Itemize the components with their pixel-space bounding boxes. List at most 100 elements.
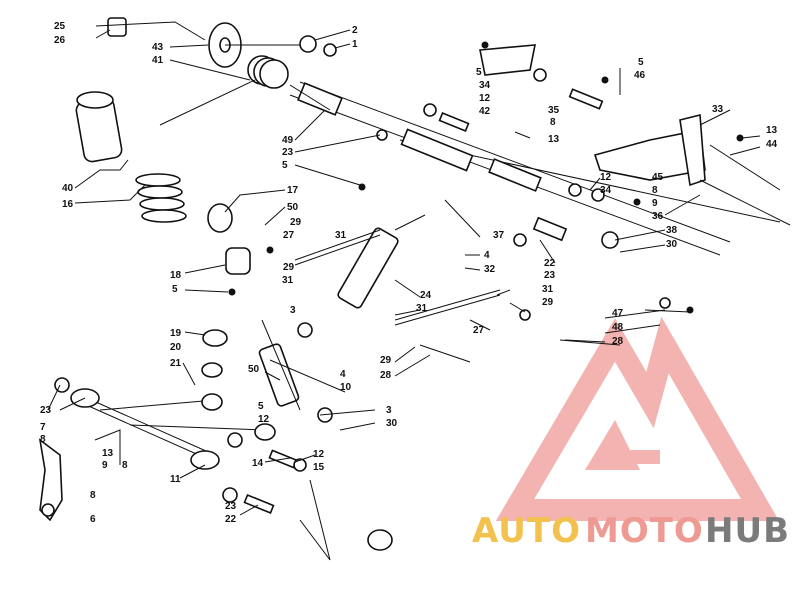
part-label-p15: 15 [313,462,325,473]
part-label-p22b: 22 [544,258,556,269]
part-label-p28b: 28 [380,370,392,381]
lower-arm [394,289,501,326]
part-label-p12b: 12 [313,449,325,460]
part-label-p5d: 5 [476,67,482,78]
part-label-p8c: 8 [90,490,96,501]
part-label-p8b: 8 [122,460,128,471]
front-shaft [399,128,781,242]
part-label-p19: 19 [170,328,182,339]
part-label-p1: 1 [352,39,358,50]
part-label-p8a: 8 [40,434,46,445]
part-label-p12d: 12 [600,172,612,183]
part-label-p5b: 5 [172,284,178,295]
part-label-p46: 46 [634,70,646,81]
part-label-p47: 47 [612,308,624,319]
part-label-p12c: 12 [479,93,491,104]
part-label-p29b: 29 [283,262,295,273]
idler-wheel [208,22,310,68]
part-label-p36: 36 [652,211,664,222]
part-label-p31c: 31 [416,303,428,314]
part-label-p5a: 5 [282,160,288,171]
part-label-p42: 42 [479,106,491,117]
part-label-p30a: 30 [386,418,398,429]
part-label-p34a: 34 [479,80,491,91]
part-label-p43: 43 [152,42,164,53]
part-label-p48: 48 [612,322,624,333]
part-label-p41: 41 [152,55,164,66]
part-label-p8d: 8 [550,117,556,128]
bushing-top [107,17,337,57]
part-label-p13c: 13 [766,125,778,136]
front-a-frame [70,329,276,470]
coil-spring [135,173,187,223]
lower-link [38,438,63,522]
part-label-p16: 16 [62,199,74,210]
part-label-p40: 40 [62,183,74,194]
part-label-p28a: 28 [612,336,624,347]
part-label-p44: 44 [766,139,778,150]
part-label-p14: 14 [252,458,264,469]
part-label-p23c: 23 [225,501,237,512]
part-label-p34b: 34 [600,185,612,196]
watermark-text: AUTO MOTO HUB [472,511,790,551]
part-label-p27b: 27 [473,325,485,336]
shock-boot [75,91,123,163]
part-label-p23a: 23 [282,147,294,158]
right-bracket [479,44,791,226]
part-label-p22a: 22 [225,514,237,525]
part-label-p13a: 13 [102,448,114,459]
part-label-p20: 20 [170,342,182,353]
part-label-p23b: 23 [40,405,52,416]
part-label-p50a: 50 [287,202,299,213]
part-label-p27a: 27 [283,230,295,241]
part-label-p26: 26 [54,35,66,46]
part-label-p10: 10 [340,382,352,393]
part-label-p24: 24 [420,290,432,301]
small-parts [54,41,744,551]
part-label-p5e: 5 [638,57,644,68]
part-label-p17: 17 [287,185,299,196]
part-label-p9a: 9 [102,460,108,471]
part-label-p50b: 50 [248,364,260,375]
part-label-p29d: 29 [380,355,392,366]
watermark-hub: HUB [705,511,790,551]
part-label-p35: 35 [548,105,560,116]
part-label-p8e: 8 [652,185,658,196]
spring-cups [207,203,251,275]
upper-arm [294,229,381,266]
watermark-moto: MOTO [585,511,704,551]
part-label-p4a: 4 [340,369,346,380]
part-label-p13b: 13 [548,134,560,145]
watermark-auto: AUTO [472,511,581,551]
part-label-p12a: 12 [258,414,270,425]
part-label-p31a: 31 [335,230,347,241]
part-label-p11: 11 [170,474,181,485]
part-label-p18: 18 [170,270,182,281]
part-label-p31d: 31 [542,284,554,295]
part-label-p37: 37 [493,230,505,241]
part-label-p25: 25 [54,21,66,32]
part-label-p5c: 5 [258,401,264,412]
part-label-p9b: 9 [652,198,658,209]
part-label-p23d: 23 [544,270,556,281]
part-label-p33: 33 [712,104,724,115]
part-label-p3a: 3 [290,305,296,316]
part-label-p32: 32 [484,264,496,275]
part-label-p30b: 30 [666,239,678,250]
part-label-p7: 7 [40,422,46,433]
part-label-p6: 6 [90,514,96,525]
part-label-p38: 38 [666,225,678,236]
lower-shock [258,319,301,411]
part-label-p29a: 29 [290,217,302,228]
part-label-p49: 49 [282,135,294,146]
leader-lines [47,21,761,561]
part-label-p2: 2 [352,25,358,36]
torsion-spring [159,55,331,126]
center-shock [337,214,426,309]
watermark-logo [495,316,780,521]
part-label-p3b: 3 [386,405,392,416]
part-label-p21: 21 [170,358,182,369]
